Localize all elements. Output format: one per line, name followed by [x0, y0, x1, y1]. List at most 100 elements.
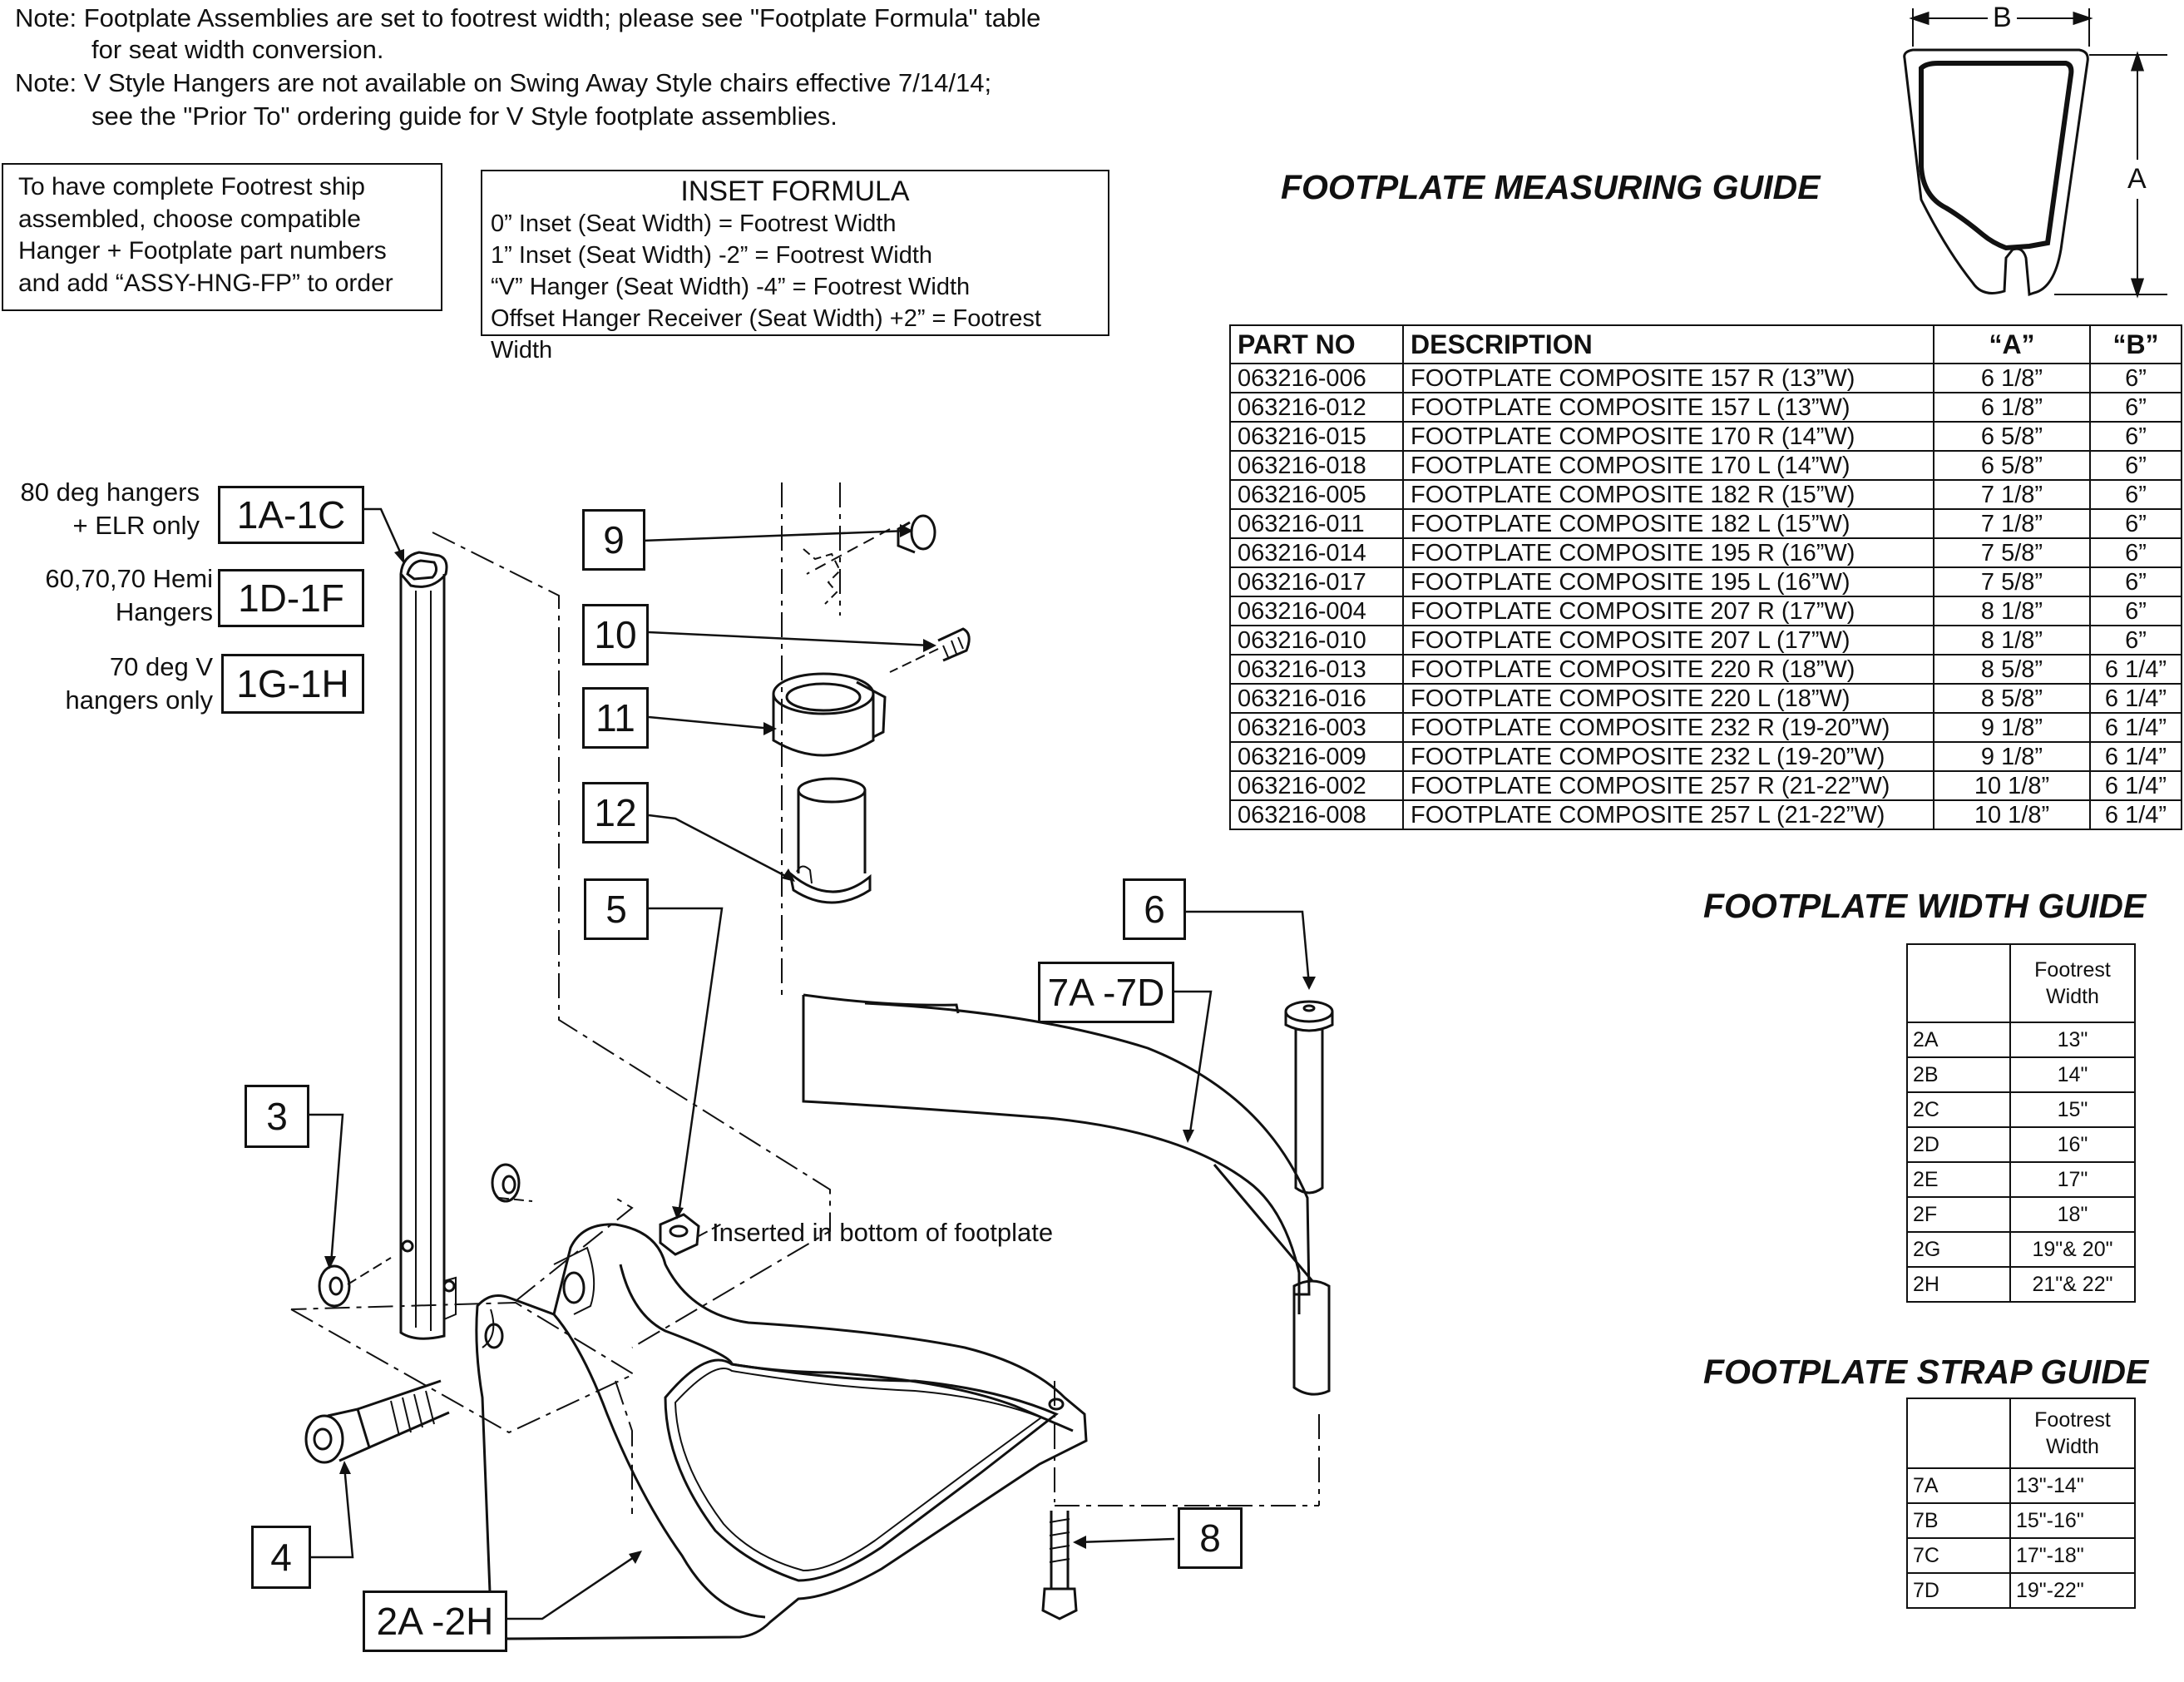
dimension-b-cell: 6”: [2089, 421, 2182, 452]
part-number-cell: 063216-008: [1229, 799, 1404, 830]
part-number-cell: 063216-009: [1229, 741, 1404, 772]
dimension-b-cell: 6”: [2089, 392, 2182, 423]
description-cell: FOOTPLATE COMPOSITE 257 R (21-22”W): [1402, 770, 1934, 801]
width-guide-title: FOOTPLATE WIDTH GUIDE: [1703, 887, 2147, 925]
part-3-washer: [318, 1163, 533, 1308]
dimension-a-cell: 9 1/8”: [1933, 712, 2091, 743]
part-7-sleeve: [1292, 1279, 1331, 1396]
footplate-code-cell: 2A: [1906, 1022, 2011, 1058]
note-line-1: Note: Footplate Assemblies are set to fo…: [15, 3, 1041, 32]
callout-1d-1f: 1D-1F: [218, 569, 364, 627]
footrest-width-cell: 21"& 22": [2009, 1266, 2136, 1303]
part-number-cell: 063216-012: [1229, 392, 1404, 423]
callout-6: 6: [1123, 878, 1186, 940]
dimension-b-cell: 6”: [2089, 363, 2182, 393]
footrest-width-cell: 19"& 20": [2009, 1231, 2136, 1268]
part-10-setscrew: [889, 627, 971, 673]
description-cell: FOOTPLATE COMPOSITE 195 R (16”W): [1402, 537, 1934, 568]
footrest-width-cell: 19"-22": [2009, 1572, 2136, 1609]
blank-header-cell: [1906, 1398, 2011, 1469]
dimension-b-label: B: [1988, 2, 2017, 34]
part-number-cell: 063216-013: [1229, 654, 1404, 685]
description-cell: FOOTPLATE COMPOSITE 157 L (13”W): [1402, 392, 1934, 423]
blank-header-cell: [1906, 943, 2011, 1023]
hanger-label-80deg: 80 deg hangers+ ELR only: [20, 477, 200, 540]
dimension-b-cell: 6”: [2089, 566, 2182, 597]
dimension-a-cell: 8 1/8”: [1933, 625, 2091, 655]
description-cell: FOOTPLATE COMPOSITE 170 R (14”W): [1402, 421, 1934, 452]
note-line-3: Note: V Style Hangers are not available …: [15, 68, 992, 97]
description-cell: FOOTPLATE COMPOSITE 232 R (19-20”W): [1402, 712, 1934, 743]
description-cell: FOOTPLATE COMPOSITE 182 R (15”W): [1402, 479, 1934, 510]
part-8-bolt: [1041, 1511, 1078, 1620]
part-number-cell: 063216-005: [1229, 479, 1404, 510]
part-number-cell: 063216-003: [1229, 712, 1404, 743]
header-part-no: PART NO: [1229, 324, 1404, 364]
description-cell: FOOTPLATE COMPOSITE 195 L (16”W): [1402, 566, 1934, 597]
part-number-cell: 063216-016: [1229, 683, 1404, 714]
description-cell: FOOTPLATE COMPOSITE 157 R (13”W): [1402, 363, 1934, 393]
inset-formula-line: “V” Hanger (Seat Width) -4” = Footrest W…: [491, 274, 971, 300]
strap-code-cell: 7B: [1906, 1502, 2011, 1539]
callout-11: 11: [582, 687, 649, 749]
dimension-b-cell: 6”: [2089, 596, 2182, 626]
strap-code-cell: 7A: [1906, 1467, 2011, 1504]
dimension-a-cell: 7 5/8”: [1933, 566, 2091, 597]
footplate-code-cell: 2F: [1906, 1196, 2011, 1233]
dimension-b-cell: 6 1/4”: [2089, 799, 2182, 830]
description-cell: FOOTPLATE COMPOSITE 182 L (15”W): [1402, 508, 1934, 539]
note-line-2: for seat width conversion.: [91, 35, 384, 64]
part-12-bushing: [788, 777, 872, 904]
part-number-cell: 063216-002: [1229, 770, 1404, 801]
dimension-a-cell: 6 5/8”: [1933, 450, 2091, 481]
callout-7a-7d: 7A -7D: [1038, 962, 1174, 1023]
callout-1a-1c: 1A-1C: [218, 486, 364, 544]
part-number-cell: 063216-018: [1229, 450, 1404, 481]
callout-9: 9: [582, 509, 645, 571]
callout-2a-2h: 2A -2H: [363, 1590, 507, 1652]
dimension-b-cell: 6”: [2089, 537, 2182, 568]
ship-assembly-note-box: To have complete Footrest ship assembled…: [2, 163, 442, 311]
table-header-row: PART NO DESCRIPTION “A” “B”: [1229, 324, 2182, 364]
strap-guide-title: FOOTPLATE STRAP GUIDE: [1703, 1353, 2149, 1391]
inset-formula-line: Offset Hanger Receiver (Seat Width) +2” …: [491, 305, 1041, 364]
inset-formula-line: 1” Inset (Seat Width) -2” = Footrest Wid…: [491, 242, 933, 269]
dimension-b-cell: 6 1/4”: [2089, 741, 2182, 772]
dimension-a-cell: 10 1/8”: [1933, 770, 2091, 801]
part-number-cell: 063216-017: [1229, 566, 1404, 597]
footrest-width-cell: 17": [2009, 1161, 2136, 1198]
callout-12: 12: [582, 782, 649, 843]
dimension-b-cell: 6 1/4”: [2089, 712, 2182, 743]
callout-1g-1h: 1G-1H: [221, 654, 364, 714]
dimension-b-cell: 6”: [2089, 479, 2182, 510]
part-9-screw: [803, 514, 936, 605]
description-cell: FOOTPLATE COMPOSITE 220 L (18”W): [1402, 683, 1934, 714]
ship-note-line: Hanger + Footplate part numbers: [18, 237, 387, 265]
part-number-cell: 063216-014: [1229, 537, 1404, 568]
strap-code-cell: 7C: [1906, 1537, 2011, 1574]
part-number-cell: 063216-011: [1229, 508, 1404, 539]
dimension-a-cell: 6 1/8”: [1933, 392, 2091, 423]
header-description: DESCRIPTION: [1402, 324, 1934, 364]
ship-note-line: and add “ASSY-HNG-FP” to order: [18, 269, 393, 297]
dimension-a-cell: 9 1/8”: [1933, 741, 2091, 772]
part-number-cell: 063216-010: [1229, 625, 1404, 655]
